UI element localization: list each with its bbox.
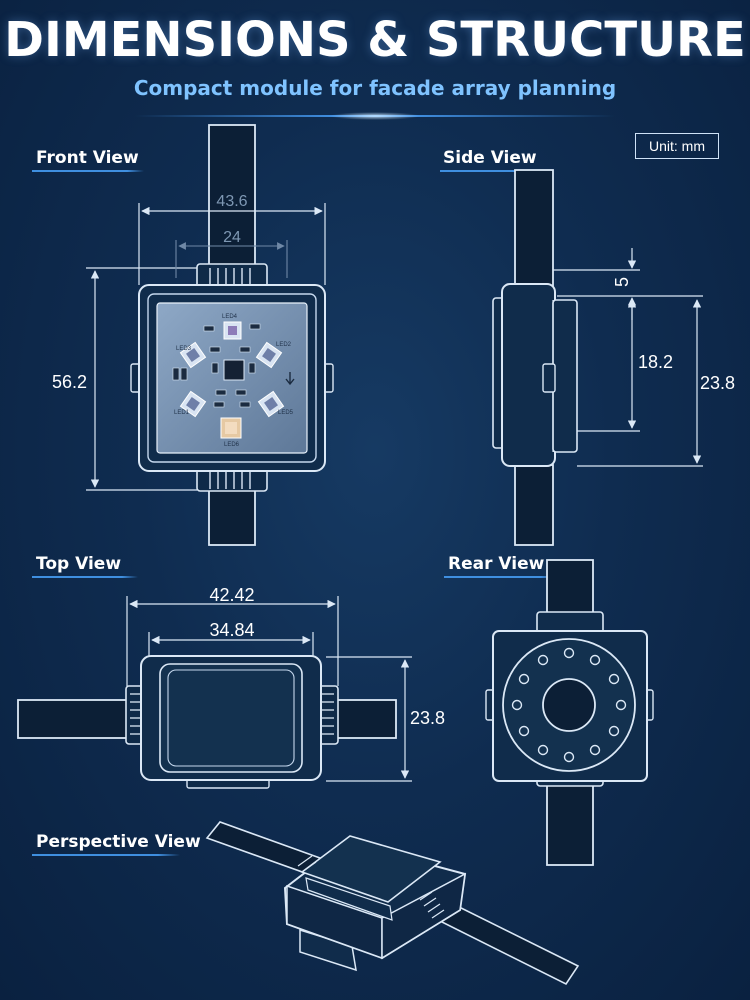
perspective-view-label: Perspective View [36, 832, 201, 852]
front-housing-inner [147, 293, 317, 463]
front-cable-bottom [208, 489, 256, 546]
front-bottom-clip-ribs [209, 469, 251, 489]
perspective-lens [300, 835, 442, 903]
pcb-label-led3: LED3 [176, 346, 192, 352]
top-width-inner-value: 34.84 [209, 620, 254, 640]
side-rear-cover [552, 299, 578, 453]
perspective-cable-left [205, 821, 322, 875]
pcb-label-led4: LED4 [222, 314, 238, 320]
top-view-underline [32, 576, 138, 578]
top-dimension-lines [126, 596, 412, 782]
side-outer-height-value: 23.8 [700, 373, 735, 393]
page-subtitle: Compact module for facade array planning [133, 76, 617, 100]
side-dimension-lines [553, 248, 703, 467]
perspective-housing-side-face [381, 872, 466, 960]
side-view-label: Side View [443, 148, 537, 168]
front-view-drawing: LED4 LED3 LED2 LED1 LED5 LED6 43.6 24 56… [52, 124, 334, 546]
top-lens-inner [167, 669, 295, 767]
top-width-outer-value: 42.42 [209, 585, 254, 605]
rear-cable-bottom [546, 779, 594, 866]
top-height-value: 23.8 [410, 708, 445, 728]
rear-view-label: Rear View [448, 554, 545, 574]
pcb-led-labels: LED4 LED3 LED2 LED1 LED5 LED6 [174, 314, 294, 448]
pcb-label-led5: LED5 [278, 410, 294, 416]
pcb-label-led6: LED6 [224, 442, 240, 448]
rear-center-hole [542, 678, 596, 732]
top-view-drawing: 42.42 34.84 23.8 [17, 585, 445, 789]
perspective-view-underline [32, 854, 180, 856]
front-cable-top [208, 124, 256, 266]
front-inner-dimension-lines [175, 240, 288, 278]
perspective-lens-front [305, 877, 393, 921]
front-height-value: 56.2 [52, 372, 87, 392]
side-cable-bottom [514, 464, 554, 546]
top-cable-right [335, 699, 397, 739]
pcb-label-led1: LED1 [174, 410, 190, 416]
front-width-outer-value: 43.6 [216, 193, 247, 210]
rear-view-drawing [485, 559, 654, 866]
rear-screw-holes [511, 647, 627, 763]
unit-badge: Unit: mm [635, 133, 719, 159]
side-offset-value: 5 [612, 277, 632, 287]
pcb-label-led2: LED2 [276, 342, 292, 348]
rear-cable-top [546, 559, 594, 621]
front-width-inner-value: 24 [223, 229, 241, 246]
front-view-underline [32, 170, 144, 172]
perspective-view-drawing [205, 821, 580, 986]
side-cable-top [514, 169, 554, 291]
side-inner-height-value: 18.2 [638, 352, 673, 372]
pcb-leds [179, 321, 285, 439]
side-tab [542, 363, 556, 393]
rear-view-underline [444, 576, 558, 578]
top-view-label: Top View [36, 554, 122, 574]
side-view-underline [440, 170, 550, 172]
perspective-clip-ribs [297, 855, 445, 919]
pcb-components [172, 323, 261, 408]
top-cable-left [17, 699, 129, 739]
page-title: DIMENSIONS & STRUCTURE [4, 12, 746, 68]
pcb-arrow-icon [285, 372, 295, 386]
front-view-label: Front View [36, 148, 139, 168]
front-dimension-lines [86, 203, 326, 491]
top-lens [159, 663, 303, 773]
subtitle-divider-glow [330, 112, 420, 120]
side-view-drawing: 5 18.2 23.8 [492, 169, 735, 546]
pcb-ic-chip [223, 359, 245, 381]
